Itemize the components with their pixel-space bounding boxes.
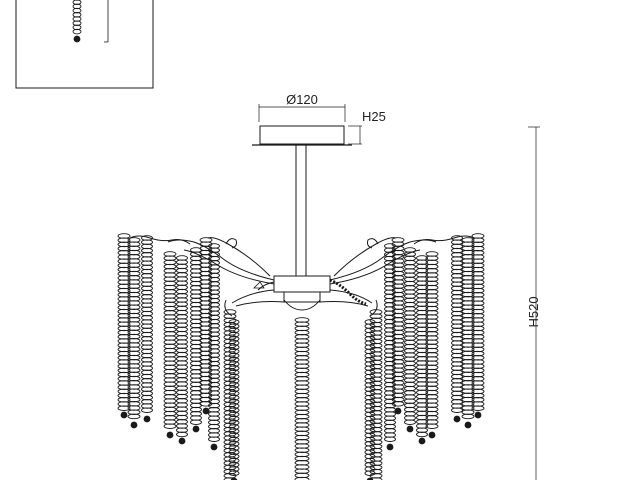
inset-view <box>15 0 154 89</box>
crystal-strand <box>416 255 428 445</box>
central-hub <box>231 275 373 307</box>
crystal-strand <box>451 235 463 423</box>
stem <box>295 145 307 276</box>
crystal-strand <box>369 309 383 480</box>
crystal-strand <box>163 251 177 439</box>
crystal-strand <box>176 255 188 445</box>
crystal-strand <box>228 319 240 480</box>
canopy <box>252 125 352 146</box>
crystal-strand <box>425 251 439 439</box>
canopy-height-label: H25 <box>362 109 386 124</box>
inset-crystal-strand <box>72 0 82 43</box>
crystal-strand <box>471 233 485 419</box>
total-height-dimension: H520 <box>526 126 541 480</box>
crystal-strand <box>404 247 416 433</box>
diameter-dimension: Ø120 <box>258 92 346 122</box>
crystal-strand <box>141 235 153 423</box>
total-height-label: H520 <box>526 296 541 327</box>
crystal-strands <box>117 233 485 480</box>
crystal-strand <box>294 317 310 480</box>
crystal-strand <box>117 233 131 419</box>
crystal-strand <box>127 237 141 429</box>
crystal-strand <box>384 243 396 451</box>
diameter-label: Ø120 <box>286 92 318 107</box>
crystal-strand <box>208 243 220 451</box>
crystal-strand <box>391 237 405 415</box>
canopy-height-dimension: H25 <box>348 109 386 145</box>
inset-strand-beads <box>72 0 82 43</box>
crystal-strand <box>461 237 475 429</box>
